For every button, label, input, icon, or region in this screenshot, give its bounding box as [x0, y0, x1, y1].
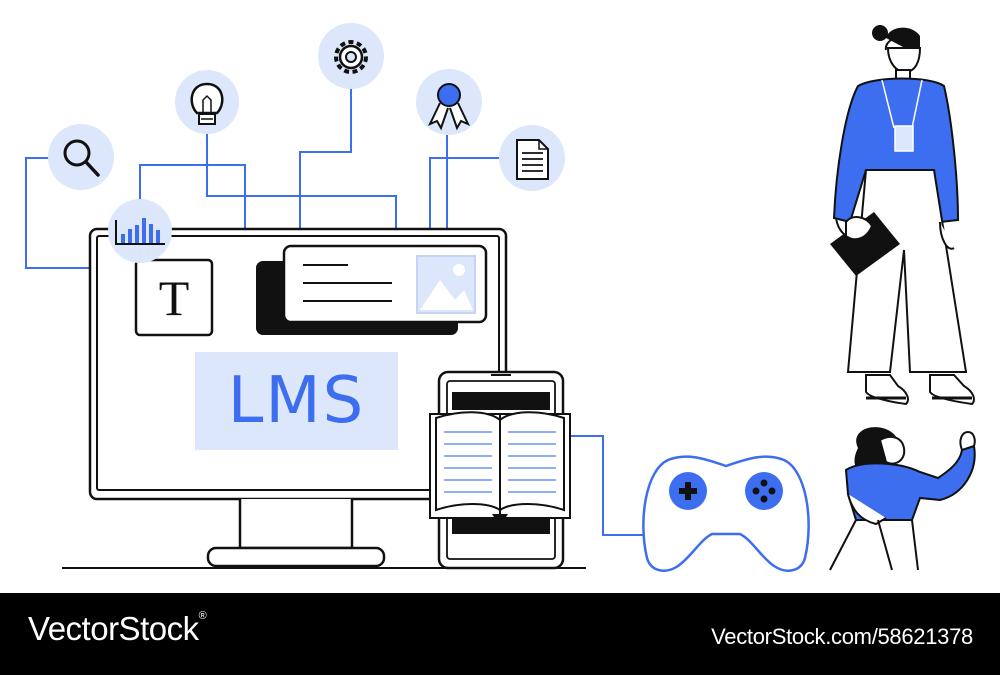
- brand-name: VectorStock: [28, 610, 199, 647]
- teacher-figure: [830, 25, 975, 406]
- lightbulb-icon: [175, 70, 239, 134]
- open-book-icon: [429, 411, 571, 520]
- image-icon: [416, 255, 476, 314]
- document-icon: [499, 125, 565, 191]
- gear-icon: [318, 23, 384, 89]
- lms-label: LMS: [227, 364, 366, 438]
- award-ribbon-icon: [416, 69, 482, 135]
- connector-lines: [25, 87, 645, 536]
- registered-mark: ®: [198, 610, 207, 622]
- stock-image-id: VectorStock.com/58621378: [711, 624, 973, 649]
- illustration-canvas: T LMS: [25, 23, 976, 572]
- student-figure: [829, 427, 976, 571]
- bar-chart-icon: [108, 199, 172, 263]
- gamepad-icon: [642, 455, 810, 572]
- text-tool-box: [134, 258, 214, 337]
- vectorstock-logo: VectorStock®: [28, 610, 207, 648]
- search-icon: [48, 124, 114, 190]
- text-tool-letter: T: [158, 269, 190, 326]
- lms-panel: [195, 352, 398, 450]
- watermark-footer: [0, 593, 1000, 675]
